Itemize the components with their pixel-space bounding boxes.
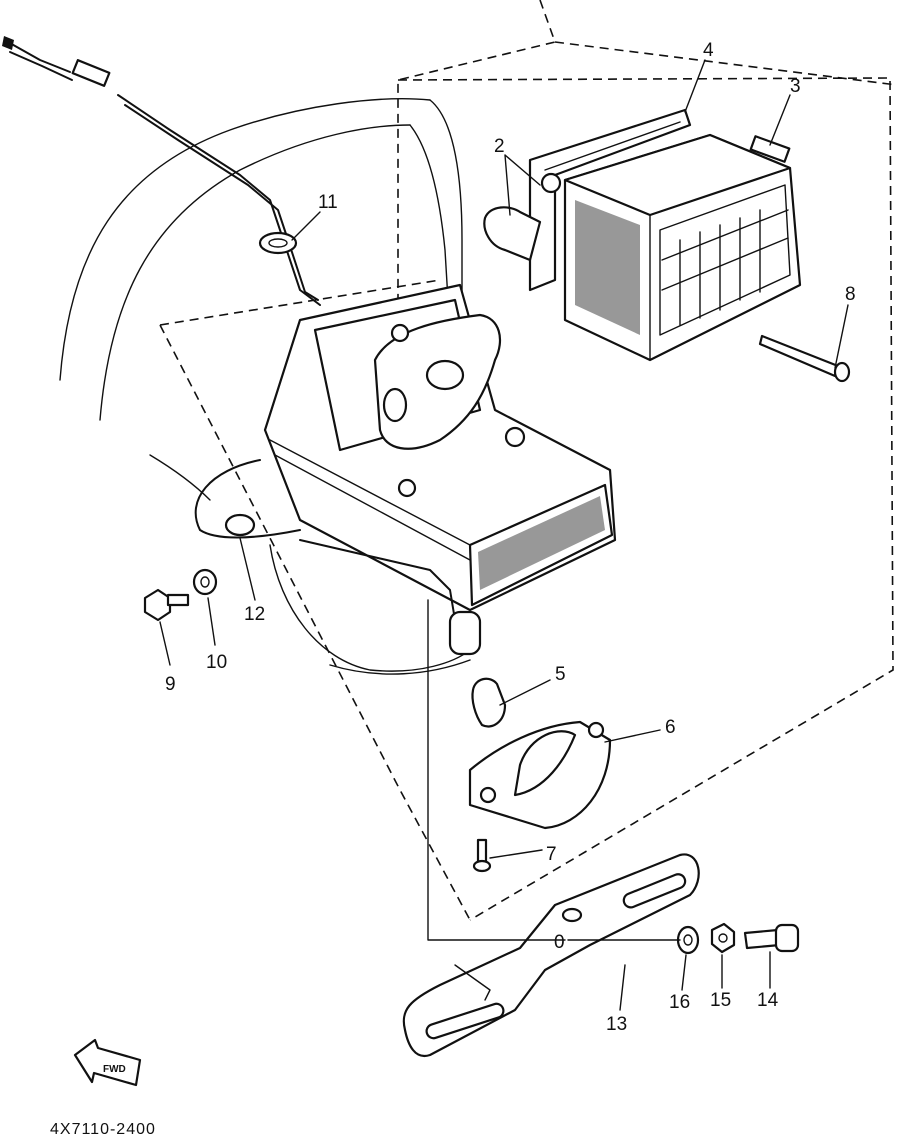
callout-14: 14 bbox=[757, 990, 779, 1011]
license-light-cover-6 bbox=[468, 720, 612, 830]
callout-15: 15 bbox=[710, 990, 731, 1011]
lens-3 bbox=[563, 133, 802, 362]
bulb-2 bbox=[483, 172, 562, 262]
callout-13: 13 bbox=[606, 1014, 627, 1035]
bolt-14 bbox=[743, 923, 800, 953]
callout-5: 5 bbox=[555, 664, 566, 685]
callout-9: 9 bbox=[165, 674, 176, 695]
callout-8: 8 bbox=[845, 284, 856, 305]
rear-fender-outline bbox=[59, 98, 471, 675]
callout-16: 16 bbox=[669, 992, 690, 1013]
callout-2: 2 bbox=[494, 136, 505, 157]
callout-11: 11 bbox=[318, 192, 338, 213]
callout-3: 3 bbox=[790, 76, 801, 97]
assembly-reference-line bbox=[427, 599, 566, 941]
leader-lines bbox=[159, 59, 849, 1011]
screw-7 bbox=[472, 838, 492, 873]
washer-16 bbox=[676, 925, 700, 955]
wire-harness bbox=[2, 36, 321, 306]
callout-4: 4 bbox=[703, 40, 714, 61]
reference-code: 4X7110-2400 bbox=[50, 1121, 156, 1138]
license-bracket-13 bbox=[402, 853, 700, 1058]
tail-light-base bbox=[194, 283, 617, 656]
fwd-arrow-label: FWD bbox=[103, 1064, 126, 1075]
fwd-arrow-icon: FWD bbox=[73, 1038, 142, 1087]
callout-12: 12 bbox=[244, 604, 265, 625]
callout-7: 7 bbox=[546, 844, 557, 865]
callout-labels: 2 3 4 5 6 7 8 9 10 11 12 13 14 15 16 0 bbox=[165, 40, 856, 1035]
nut-15 bbox=[710, 922, 736, 954]
washer-10 bbox=[192, 568, 218, 596]
callout-10: 10 bbox=[206, 652, 227, 673]
screw-8 bbox=[758, 334, 851, 383]
bolt-9 bbox=[143, 588, 190, 622]
bulb-5 bbox=[471, 677, 507, 728]
assembly-boundary-lines bbox=[159, 0, 897, 921]
grommet-11 bbox=[258, 231, 298, 255]
callout-0: 0 bbox=[554, 932, 565, 953]
callout-6: 6 bbox=[665, 717, 676, 738]
